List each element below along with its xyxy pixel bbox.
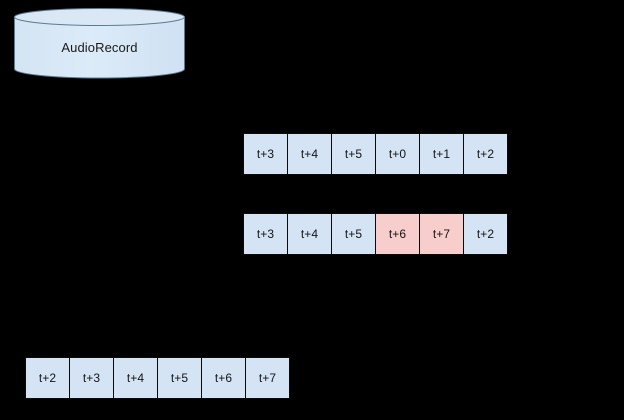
buffer-cell[interactable]: t+4 [287,213,332,255]
buffer-cell[interactable]: t+5 [331,213,376,255]
buffer-cell[interactable]: t+5 [157,357,202,399]
buffer-cell[interactable]: t+6 [375,213,420,255]
datastore-cylinder-audiorecord[interactable]: AudioRecord [14,8,185,79]
buffer-cell[interactable]: t+7 [419,213,464,255]
buffer-cell[interactable]: t+5 [331,133,376,175]
buffer-cell[interactable]: t+3 [243,213,288,255]
buffer-cell[interactable]: t+3 [69,357,114,399]
buffer-cell[interactable]: t+4 [113,357,158,399]
buffer-cell[interactable]: t+3 [243,133,288,175]
buffer-cell[interactable]: t+7 [245,357,290,399]
buffer-cell[interactable]: t+6 [201,357,246,399]
buffer-cell[interactable]: t+4 [287,133,332,175]
buffer-cell[interactable]: t+2 [463,133,508,175]
buffer-cell[interactable]: t+0 [375,133,420,175]
cylinder-shape-icon [14,8,185,79]
buffer-cell[interactable]: t+2 [463,213,508,255]
buffer-cell[interactable]: t+2 [25,357,70,399]
buffer-cell[interactable]: t+1 [419,133,464,175]
